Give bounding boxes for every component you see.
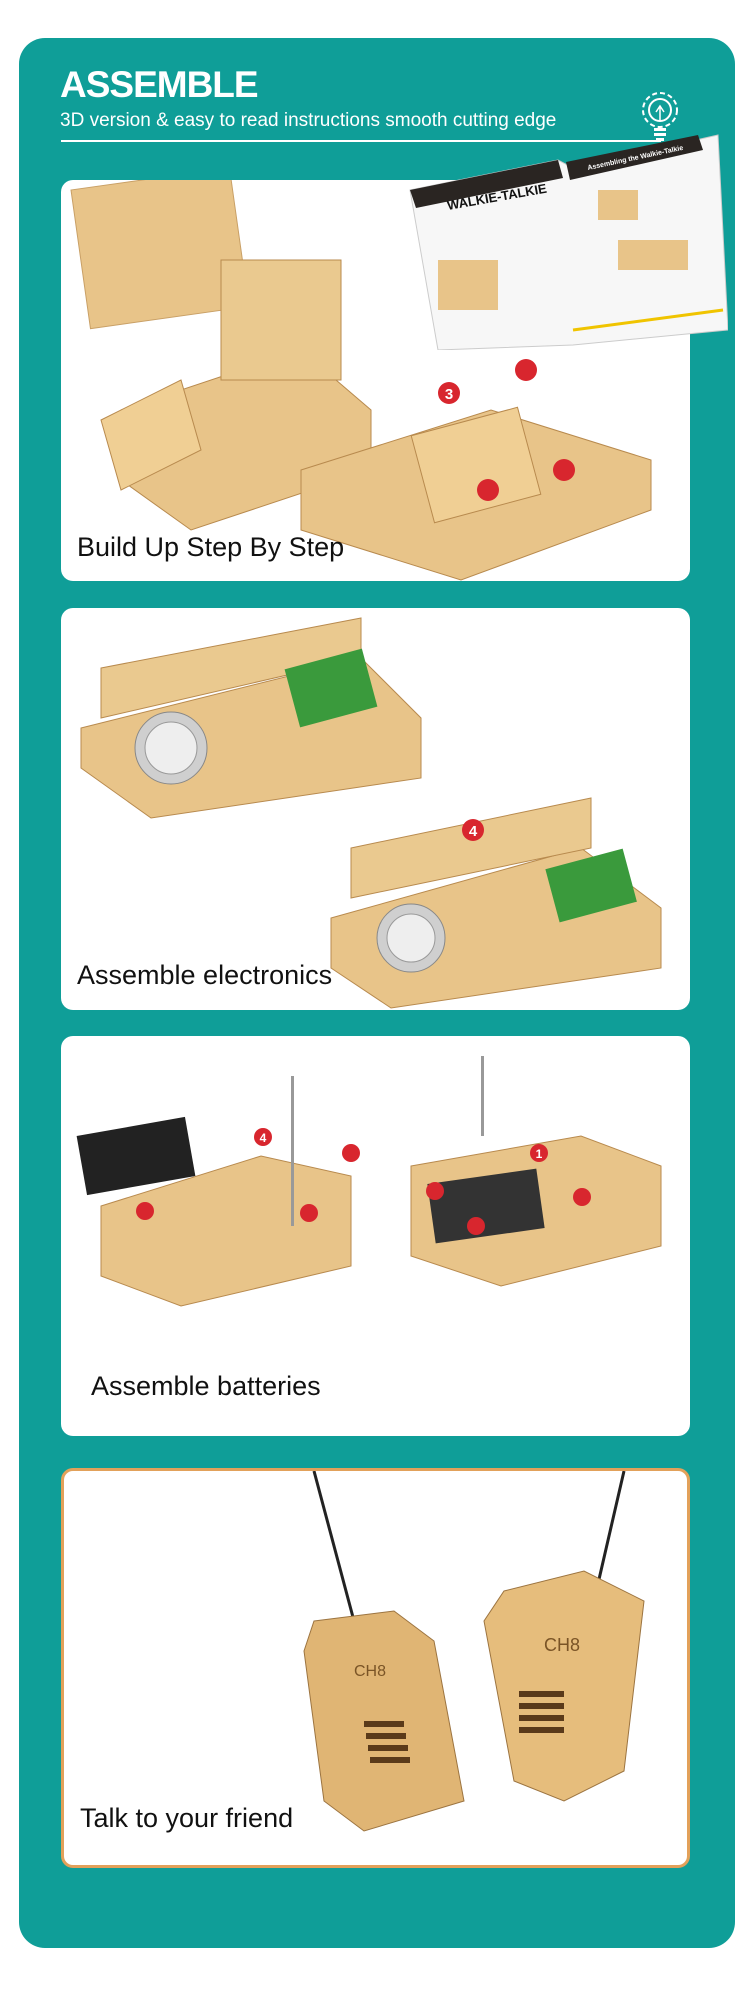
wood-frame	[220, 259, 342, 381]
electronics-illustration: 4	[80, 617, 662, 1009]
card-assemble-electronics: 4 Assemble electronics	[61, 608, 690, 1010]
svg-text:CH8: CH8	[544, 1635, 580, 1655]
card-build-step-by-step: 3 Build Up Step By Step	[61, 180, 690, 581]
screwdriver	[291, 1076, 294, 1226]
wood-panel-sheet	[70, 180, 250, 330]
card-talk-to-friend: CH8 CH8 Talk to your friend	[61, 1468, 690, 1868]
card-label: Build Up Step By Step	[77, 532, 345, 562]
page-title: ASSEMBLE	[60, 64, 259, 105]
step-badge-4: 4	[462, 819, 484, 841]
step-badge-1: 1	[426, 1144, 591, 1235]
svg-text:1: 1	[536, 1147, 543, 1161]
card-assemble-batteries: 4 1 Assemble batteries	[61, 1036, 690, 1436]
antenna	[312, 1471, 356, 1622]
svg-text:3: 3	[445, 386, 453, 403]
page-subtitle: 3D version & easy to read instructions s…	[60, 110, 557, 131]
wood-speaker-cover	[100, 379, 202, 491]
walkie-talkie-photo: CH8 CH8	[303, 1471, 645, 1832]
title-divider	[61, 140, 661, 142]
batteries-illustration: 4 1	[76, 1056, 662, 1307]
card-label: Assemble batteries	[91, 1371, 321, 1401]
battery-compartment	[76, 1116, 196, 1196]
instruction-manual: WALKIE-TALKIE Assembling the Walkie-Talk…	[409, 134, 728, 350]
svg-text:4: 4	[260, 1131, 267, 1145]
svg-text:4: 4	[469, 823, 478, 840]
card-label: Assemble electronics	[77, 960, 333, 990]
step-by-step-illustration: 3	[70, 180, 652, 581]
pcb-board	[284, 648, 378, 728]
walkie-talkie-right	[483, 1570, 645, 1802]
card-label: Talk to your friend	[80, 1803, 294, 1833]
lightbulb-gear-icon	[642, 92, 678, 141]
svg-text:CH8: CH8	[354, 1663, 386, 1680]
step-badge-3: 3	[438, 359, 575, 501]
step-badge-4: 4	[136, 1128, 360, 1222]
